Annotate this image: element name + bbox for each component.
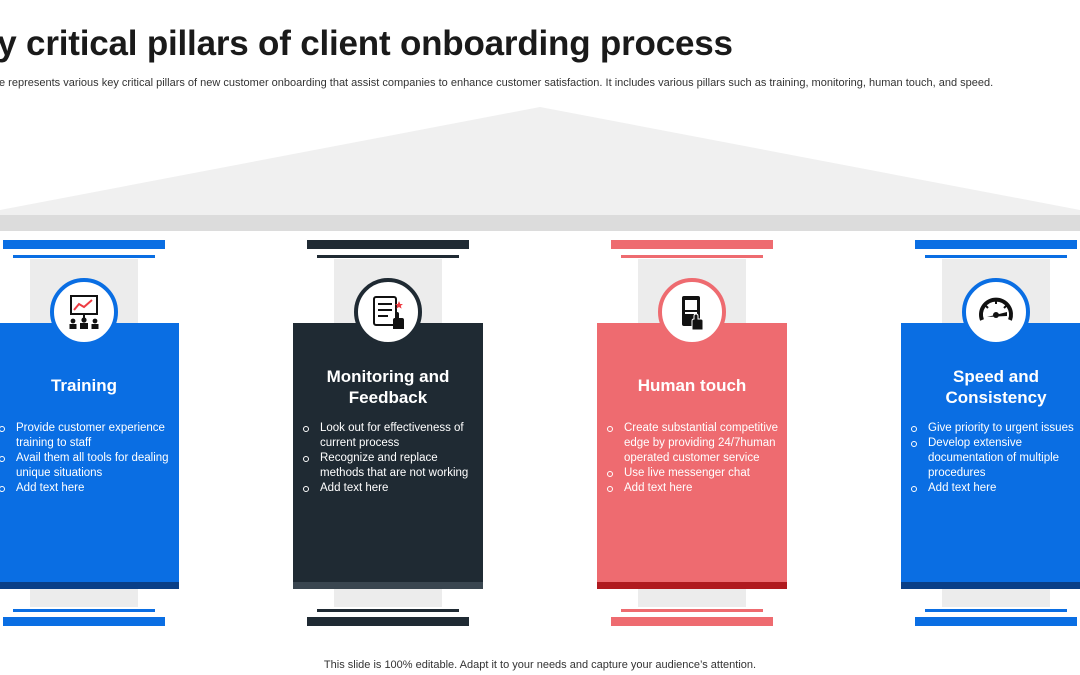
footer-note: This slide is 100% editable. Adapt it to… bbox=[323, 659, 757, 671]
list-item: Avail them all tools for dealing unique … bbox=[0, 451, 171, 481]
pillar-panel-base bbox=[901, 582, 1080, 589]
pillar-panel: Training Provide customer experience tra… bbox=[0, 323, 179, 589]
pillar-panel: Human touch Create substantial competiti… bbox=[597, 323, 787, 589]
pillar-capital bbox=[3, 240, 165, 249]
pillar-base-line bbox=[317, 609, 459, 612]
pillar-base bbox=[3, 617, 165, 626]
pillar-panel-base bbox=[597, 582, 787, 589]
pillar-training: Training Provide customer experience tra… bbox=[0, 240, 179, 630]
list-item: Develop extensive documentation of multi… bbox=[911, 436, 1080, 481]
pillar-capital bbox=[307, 240, 469, 249]
pillar-bullets: Create substantial competitive edge by p… bbox=[607, 421, 779, 496]
pillar-title: Speed and Consistency bbox=[945, 367, 1047, 407]
pillar-panel: Monitoring and Feedback Look out for eff… bbox=[293, 323, 483, 589]
pillar-title: Human touch bbox=[637, 376, 747, 395]
roof-pediment bbox=[0, 107, 1080, 231]
pillar-monitoring-feedback: Monitoring and Feedback Look out for eff… bbox=[293, 240, 483, 630]
pillar-base bbox=[915, 617, 1077, 626]
pillar-title: Monitoring and Feedback bbox=[326, 367, 450, 407]
list-item: Add text here bbox=[0, 481, 171, 496]
touchscreen-icon bbox=[658, 278, 726, 346]
list-item: Create substantial competitive edge by p… bbox=[607, 421, 779, 466]
pillar-base bbox=[611, 617, 773, 626]
pillar-bullets: Look out for effectiveness of current pr… bbox=[303, 421, 475, 496]
list-item: Add text here bbox=[303, 481, 475, 496]
list-item: Look out for effectiveness of current pr… bbox=[303, 421, 475, 451]
pillar-capital-line bbox=[925, 255, 1067, 258]
list-item: Use live messenger chat bbox=[607, 466, 779, 481]
pillar-capital bbox=[915, 240, 1077, 249]
presentation-icon bbox=[50, 278, 118, 346]
pillar-panel-base bbox=[293, 582, 483, 589]
list-item: Add text here bbox=[607, 481, 779, 496]
list-item: Provide customer experience training to … bbox=[0, 421, 171, 451]
speedometer-icon bbox=[962, 278, 1030, 346]
pillar-panel: Speed and Consistency Give priority to u… bbox=[901, 323, 1080, 589]
page-subtitle: lide represents various key critical pil… bbox=[0, 77, 994, 89]
pillar-base-line bbox=[13, 609, 155, 612]
list-item: Give priority to urgent issues bbox=[911, 421, 1080, 436]
pillar-title: Training bbox=[50, 376, 118, 395]
pillar-human-touch: Human touch Create substantial competiti… bbox=[597, 240, 787, 630]
pillar-capital bbox=[611, 240, 773, 249]
pillar-capital-line bbox=[317, 255, 459, 258]
list-item: Recognize and replace methods that are n… bbox=[303, 451, 475, 481]
pillar-capital-line bbox=[621, 255, 763, 258]
pillar-panel-base bbox=[0, 582, 179, 589]
pillar-bullets: Provide customer experience training to … bbox=[0, 421, 171, 496]
list-item: Add text here bbox=[911, 481, 1080, 496]
pillar-base-line bbox=[925, 609, 1067, 612]
pillar-capital-line bbox=[13, 255, 155, 258]
page-title: ey critical pillars of client onboarding… bbox=[0, 24, 733, 63]
pillar-bullets: Give priority to urgent issues Develop e… bbox=[911, 421, 1080, 496]
pillar-base bbox=[307, 617, 469, 626]
pillar-speed-consistency: Speed and Consistency Give priority to u… bbox=[901, 240, 1080, 630]
pillar-base-line bbox=[621, 609, 763, 612]
checklist-icon bbox=[354, 278, 422, 346]
